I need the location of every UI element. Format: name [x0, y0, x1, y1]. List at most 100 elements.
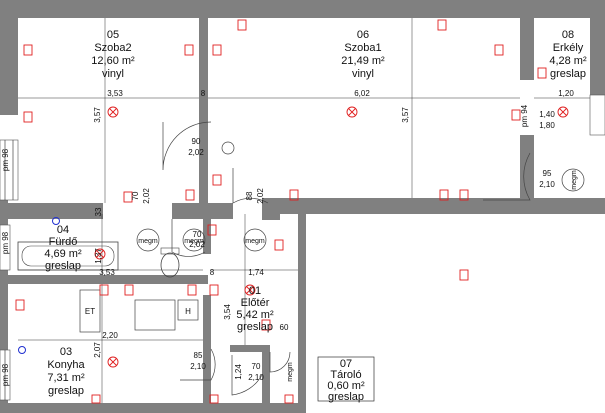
room06-name: Szoba1 [344, 42, 381, 54]
wall-left-lower [0, 140, 8, 413]
fixture-labels: megm megm megm megm megm ET H [85, 170, 578, 382]
room01-area: 5,42 m² [236, 309, 274, 321]
doors [162, 121, 531, 396]
fridge [177, 299, 199, 321]
room03-floor: greslap [48, 385, 84, 397]
dim-354: 3,54 [223, 304, 232, 320]
room08-floor: greslap [550, 68, 586, 80]
pm98-room05: pm 98 [1, 148, 10, 171]
room07-id: 07 [340, 358, 352, 370]
dim-8b: 8 [210, 268, 215, 277]
lights [94, 106, 569, 368]
dim-210c: 2,10 [248, 373, 264, 382]
dim-120: 1,20 [558, 89, 574, 98]
dim-174: 1,74 [248, 268, 264, 277]
dim-85: 85 [194, 351, 203, 360]
dim-70c: 70 [252, 362, 261, 371]
room01-floor: greslap [237, 321, 273, 333]
wall-05-bottom-c [208, 203, 233, 219]
room07-area: 0,60 m² [327, 380, 365, 392]
dim-602: 6,02 [354, 89, 370, 98]
megm-label-3: megm [245, 238, 265, 245]
room05-name: Szoba2 [94, 42, 131, 54]
dim-180: 1,80 [539, 121, 555, 130]
sockets [15, 19, 547, 404]
room07-floor: greslap [328, 391, 364, 403]
room08-id: 08 [562, 29, 574, 41]
wall-left-upper [0, 0, 18, 115]
door-room06-b [483, 152, 531, 201]
room07-labels: 07 Tároló 0,60 m² greslap [327, 358, 365, 403]
boiler-icon-2 [182, 228, 206, 252]
dim-353a: 3,53 [107, 89, 123, 98]
dim-88: 88 [245, 191, 254, 200]
windows [0, 94, 605, 401]
megm-label-1: megm [138, 238, 158, 245]
room06-floor: vinyl [352, 68, 374, 80]
wall-06-bottom [278, 198, 605, 214]
room04-floor: greslap [45, 260, 81, 272]
door-bathroom [171, 219, 206, 257]
room07-name: Tároló [330, 369, 361, 381]
gauge-icon [221, 141, 235, 155]
wall-kitchen-corridor [203, 295, 211, 413]
dim-202c: 2,02 [256, 188, 265, 204]
dim-210a: 2,10 [539, 180, 555, 189]
window-bathroom [0, 224, 11, 271]
wall-right [590, 0, 605, 95]
wall-05-bottom-b [172, 203, 208, 219]
room06-id: 06 [357, 29, 369, 41]
wall-bath-corridor [203, 214, 211, 254]
room01-name: Előtér [241, 297, 270, 309]
room04-name: Fürdő [49, 236, 78, 248]
wall-top [0, 0, 605, 18]
pm98-bath: pm 98 [1, 231, 10, 254]
kitchen-counter-left [79, 289, 101, 333]
dim-33: 33 [94, 207, 103, 216]
dim-140: 1,40 [539, 110, 555, 119]
room06-area: 21,49 m² [341, 55, 385, 67]
door-entrance [231, 355, 263, 396]
room03-name: Konyha [47, 359, 85, 371]
pm98-kitchen: pm 98 [1, 363, 10, 386]
toilet [160, 252, 180, 278]
dim-207: 2,07 [93, 342, 102, 358]
wall-storage-left [262, 345, 270, 413]
boiler-icon [136, 228, 160, 252]
door-kitchen [180, 348, 216, 381]
room03-id: 03 [60, 346, 72, 358]
megm-label-5: megm [287, 362, 294, 382]
room04-area: 4,69 m² [44, 248, 82, 260]
room07-label-box [317, 356, 375, 402]
room05-id: 05 [107, 29, 119, 41]
dim-70b: 70 [193, 230, 202, 239]
room01-id: 01 [249, 285, 261, 297]
blue-marker-bath [52, 217, 60, 225]
wall-bottom [0, 403, 300, 413]
bathtub [17, 241, 119, 271]
wall-corridor-right [298, 214, 306, 413]
wall-corridor-top [262, 198, 280, 220]
dim-210b: 2,10 [190, 362, 206, 371]
dim-90: 90 [192, 137, 201, 146]
blue-marker-kitchen [18, 346, 26, 354]
room-labels: 05 Szoba2 12,60 m² vinyl 06 Szoba1 21,49… [44, 29, 587, 397]
room08-name: Erkély [553, 42, 584, 54]
dim-357b: 3,57 [401, 107, 410, 123]
dim-95: 95 [543, 169, 552, 178]
sink [134, 299, 176, 331]
wall-06-08-upper [520, 18, 534, 80]
room08-area: 4,28 m² [549, 55, 587, 67]
dim-202d: 2,02 [189, 240, 205, 249]
fixtures [17, 141, 585, 333]
window-balcony [589, 94, 605, 136]
megm-label-2: megm [184, 238, 204, 245]
dim-220: 2,20 [102, 331, 118, 340]
window-room05 [0, 139, 19, 201]
wall-05-bottom-a [8, 203, 103, 219]
boiler-icon-3 [243, 228, 267, 252]
wall-04-03 [8, 275, 208, 284]
dim-60: 60 [280, 323, 289, 332]
